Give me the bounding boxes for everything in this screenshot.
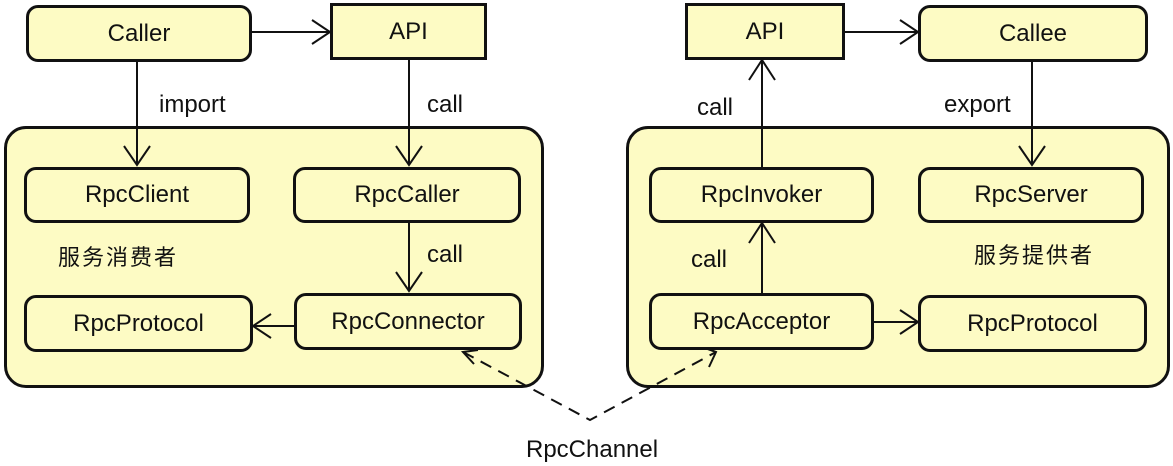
arrowhead-rpcinvoker-to-api — [748, 58, 776, 81]
arrowhead-callee-to-rpcserver — [1018, 145, 1046, 167]
arrowhead-api-to-rpccaller — [395, 145, 423, 167]
api-node-consumer: API — [330, 3, 487, 60]
edge-label-call-consumer-api: call — [427, 91, 464, 118]
rpcconnector-node: RpcConnector — [294, 293, 522, 350]
edge-label-export: export — [944, 91, 1011, 118]
arrowhead-channel-consumer — [460, 349, 479, 365]
provider-group-label: 服务提供者 — [974, 244, 1095, 269]
callee-node: Callee — [918, 5, 1148, 62]
edge-label-call-provider-inner: call — [691, 246, 728, 273]
arrowhead-caller-to-rpcclient — [123, 145, 151, 167]
rpccaller-node: RpcCaller — [293, 167, 521, 223]
arrowhead-rpcconnector-to-rpcprotocol — [251, 313, 272, 339]
edge-label-call-consumer-inner: call — [427, 241, 464, 268]
edge-label-import: import — [159, 91, 226, 118]
rpc-channel-link — [462, 351, 717, 422]
arrowhead-channel-provider — [704, 347, 718, 368]
arrowhead-rpcacceptor-to-rpcinvoker — [748, 221, 776, 244]
rpcprotocol-node-provider: RpcProtocol — [918, 295, 1147, 352]
edge-label-call-provider-api: call — [697, 94, 734, 121]
arrowhead-rpccaller-to-rpcconnector — [395, 271, 423, 293]
rpcinvoker-node: RpcInvoker — [649, 167, 874, 223]
rpcacceptor-node: RpcAcceptor — [649, 293, 874, 350]
rpc-channel-label: RpcChannel — [526, 436, 659, 463]
rpcserver-node: RpcServer — [918, 167, 1144, 223]
caller-node: Caller — [26, 5, 252, 62]
rpcclient-node: RpcClient — [24, 167, 250, 223]
api-node-provider: API — [685, 3, 845, 60]
consumer-group-label: 服务消费者 — [58, 246, 179, 271]
rpcprotocol-node-consumer: RpcProtocol — [24, 295, 253, 352]
